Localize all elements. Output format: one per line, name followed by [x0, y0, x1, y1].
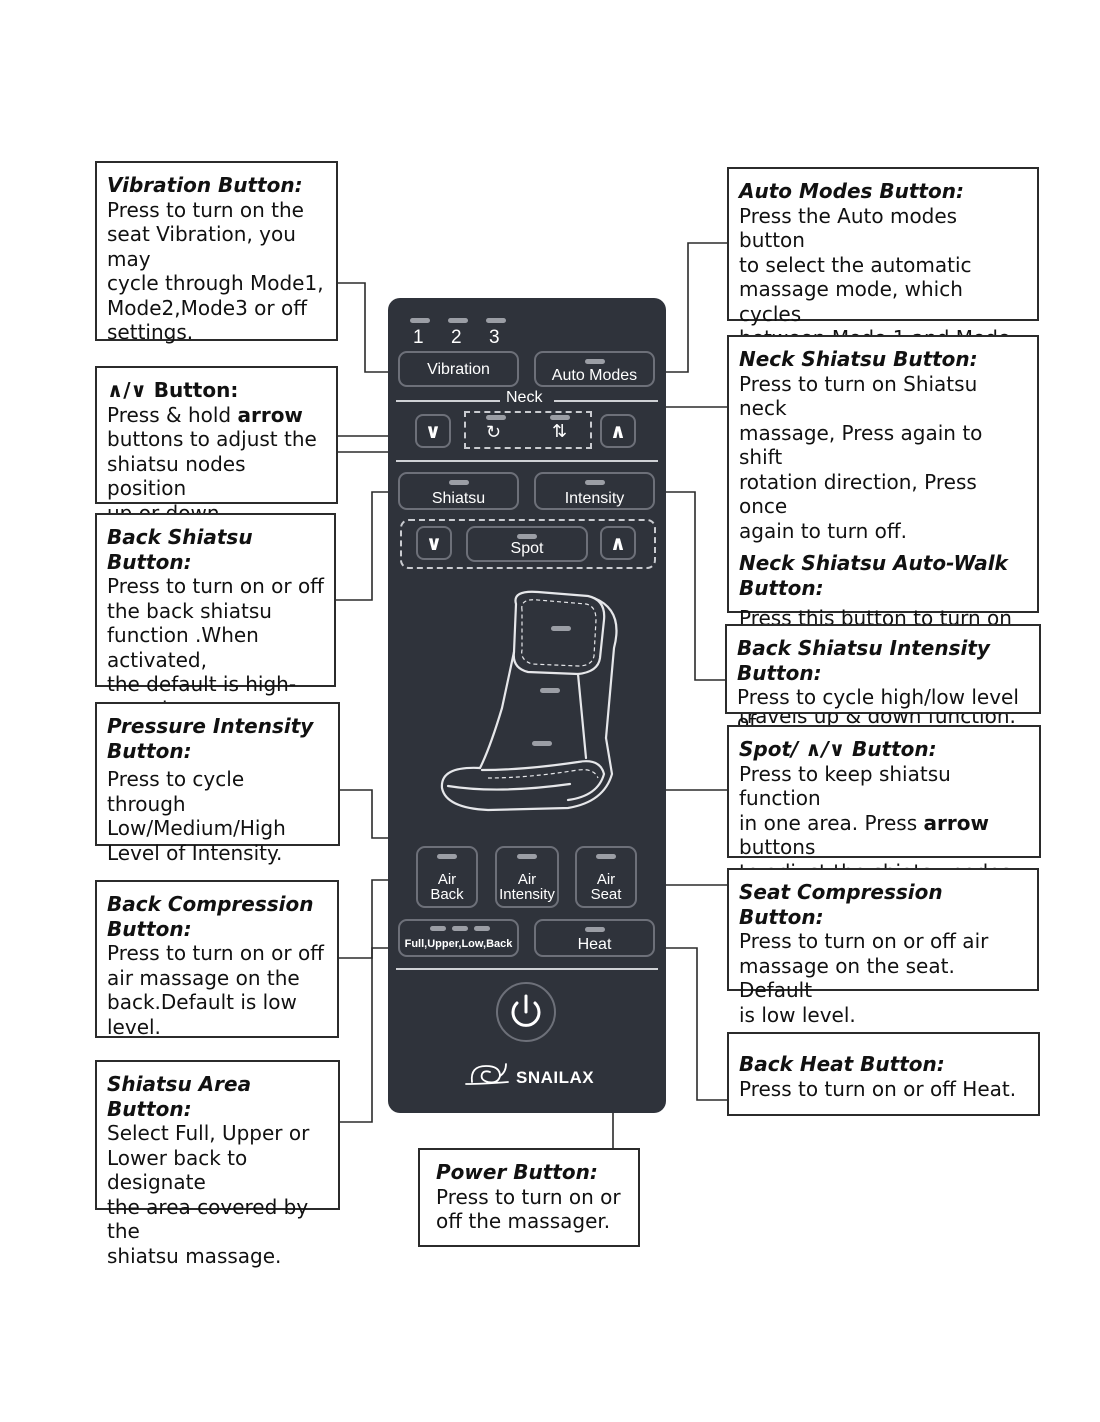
- neck-autowalk-callout-title: Neck Shiatsu Auto-Walk Button:: [739, 551, 1008, 600]
- leader-shiatsu-area: [339, 947, 399, 1123]
- vibration-callout: Vibration Button: Press to turn on the s…: [95, 161, 338, 344]
- vibration-callout-title: Vibration Button:: [107, 173, 303, 197]
- neck-down-button[interactable]: ∨: [415, 414, 451, 448]
- up-arrow-icon: ∧: [609, 531, 627, 555]
- spot-callout: Spot/ ∧/∨ Button: Press to keep shiatsu …: [727, 725, 1041, 908]
- shiatsu-button[interactable]: Shiatsu: [398, 472, 519, 510]
- air-back-button[interactable]: Air Back: [416, 846, 478, 908]
- air-intensity-button[interactable]: Air Intensity: [495, 846, 559, 908]
- mode-number-3: 3: [489, 327, 500, 348]
- back-shiatsu-callout-title: Back Shiatsu Button:: [107, 525, 253, 574]
- back-heat-callout-title: Back Heat Button:: [739, 1052, 945, 1076]
- shiatsu-area-callout: Shiatsu Area Button: Select Full, Upper …: [95, 1060, 340, 1268]
- power-callout-body: Press to turn on or off the massager.: [436, 1184, 621, 1234]
- spot-button[interactable]: Spot: [466, 526, 588, 562]
- leader-auto-modes: [656, 242, 727, 373]
- air-seat-button[interactable]: Air Seat: [575, 846, 637, 908]
- arrow-callout-title: ∧/∨ Button:: [107, 378, 239, 402]
- auto-modes-callout: Auto Modes Button: Press the Auto modes …: [727, 167, 1039, 375]
- seat-compression-callout-title: Seat Compression Button:: [739, 880, 943, 929]
- spot-up-button[interactable]: ∧: [600, 526, 636, 560]
- leader-back-shiatsu: [335, 491, 400, 601]
- power-callout: Power Button: Press to turn on or off th…: [418, 1148, 640, 1247]
- heat-button[interactable]: Heat: [534, 919, 655, 957]
- pressure-callout-body: Press to cycle through Low/Medium/High L…: [107, 767, 286, 865]
- arrow-callout: ∧/∨ Button: Press & hold arrow buttons t…: [95, 366, 338, 522]
- mode-led-1: [410, 318, 430, 323]
- spot-button-group: [400, 519, 656, 569]
- brand-label: SNAILAX: [516, 1068, 595, 1087]
- intensity-button[interactable]: Intensity: [534, 472, 655, 510]
- spot-down-button[interactable]: ∨: [416, 526, 452, 560]
- neck-shiatsu-callout: Neck Shiatsu Button: Press to turn on Sh…: [727, 335, 1039, 728]
- down-arrow-icon: ∨: [424, 419, 442, 443]
- back-compression-callout: Back Compression Button: Press to turn o…: [95, 880, 339, 1039]
- power-icon: [511, 994, 541, 1027]
- shiatsu-area-button[interactable]: Full,Upper,Low,Back: [398, 919, 519, 957]
- seat-compression-callout: Seat Compression Button: Press to turn o…: [727, 868, 1039, 1027]
- up-arrow-icon: ∧: [609, 419, 627, 443]
- snail-logo-icon: [465, 1063, 509, 1085]
- power-button[interactable]: [496, 982, 556, 1042]
- leader-back-heat: [656, 947, 727, 1101]
- power-callout-title: Power Button:: [436, 1160, 598, 1184]
- seat-compression-callout-body: Press to turn on or off air massage on t…: [739, 929, 989, 1027]
- seat-icon: [440, 590, 618, 812]
- leader-intensity: [656, 491, 730, 681]
- neck-up-button[interactable]: ∧: [600, 414, 636, 448]
- pressure-callout-title: Pressure Intensity Button:: [107, 714, 314, 763]
- vibration-button[interactable]: Vibration: [398, 351, 519, 387]
- mode-led-2: [448, 318, 468, 323]
- auto-walk-icon[interactable]: ⇅: [552, 421, 568, 441]
- mode-number-1: 1: [413, 327, 424, 348]
- intensity-callout-title: Back Shiatsu Intensity Button:: [737, 636, 990, 685]
- shiatsu-area-callout-title: Shiatsu Area Button:: [107, 1072, 252, 1121]
- vibration-callout-body: Press to turn on the seat Vibration, you…: [107, 197, 324, 345]
- back-shiatsu-callout: Back Shiatsu Button: Press to turn on or…: [95, 513, 336, 745]
- mode-number-2: 2: [451, 327, 462, 348]
- back-heat-callout: Back Heat Button: Press to turn on or of…: [727, 1032, 1040, 1116]
- mode-led-3: [486, 318, 506, 323]
- auto-modes-button[interactable]: Auto Modes: [534, 351, 655, 387]
- rotate-icon[interactable]: ↻: [486, 422, 502, 442]
- back-compression-callout-title: Back Compression Button:: [107, 892, 314, 941]
- remote-control: 1 2 3 Vibration Auto Modes Neck ∨ ↻ ⇅ ∧ …: [388, 298, 666, 1113]
- intensity-callout: Back Shiatsu Intensity Button: Press to …: [725, 624, 1041, 758]
- shiatsu-area-callout-body: Select Full, Upper or Lower back to desi…: [107, 1121, 310, 1268]
- back-compression-callout-body: Press to turn on or off air massage on t…: [107, 941, 324, 1039]
- back-heat-callout-body: Press to turn on or off Heat.: [739, 1076, 1017, 1101]
- neck-shiatsu-callout-title: Neck Shiatsu Button:: [739, 347, 978, 371]
- neck-label: Neck: [506, 389, 543, 406]
- neck-button-group: ↻ ⇅: [464, 411, 592, 449]
- down-arrow-icon: ∨: [425, 531, 443, 555]
- leader-vibration: [337, 282, 398, 373]
- neck-shiatsu-callout-body: Press to turn on Shiatsu neck massage, P…: [739, 371, 983, 543]
- arrow-callout-body: Press & hold arrow buttons to adjust the…: [107, 402, 317, 523]
- auto-modes-callout-title: Auto Modes Button:: [739, 179, 964, 203]
- pressure-callout: Pressure Intensity Button: Press to cycl…: [95, 702, 340, 865]
- spot-callout-title: Spot/ ∧/∨ Button:: [739, 737, 937, 761]
